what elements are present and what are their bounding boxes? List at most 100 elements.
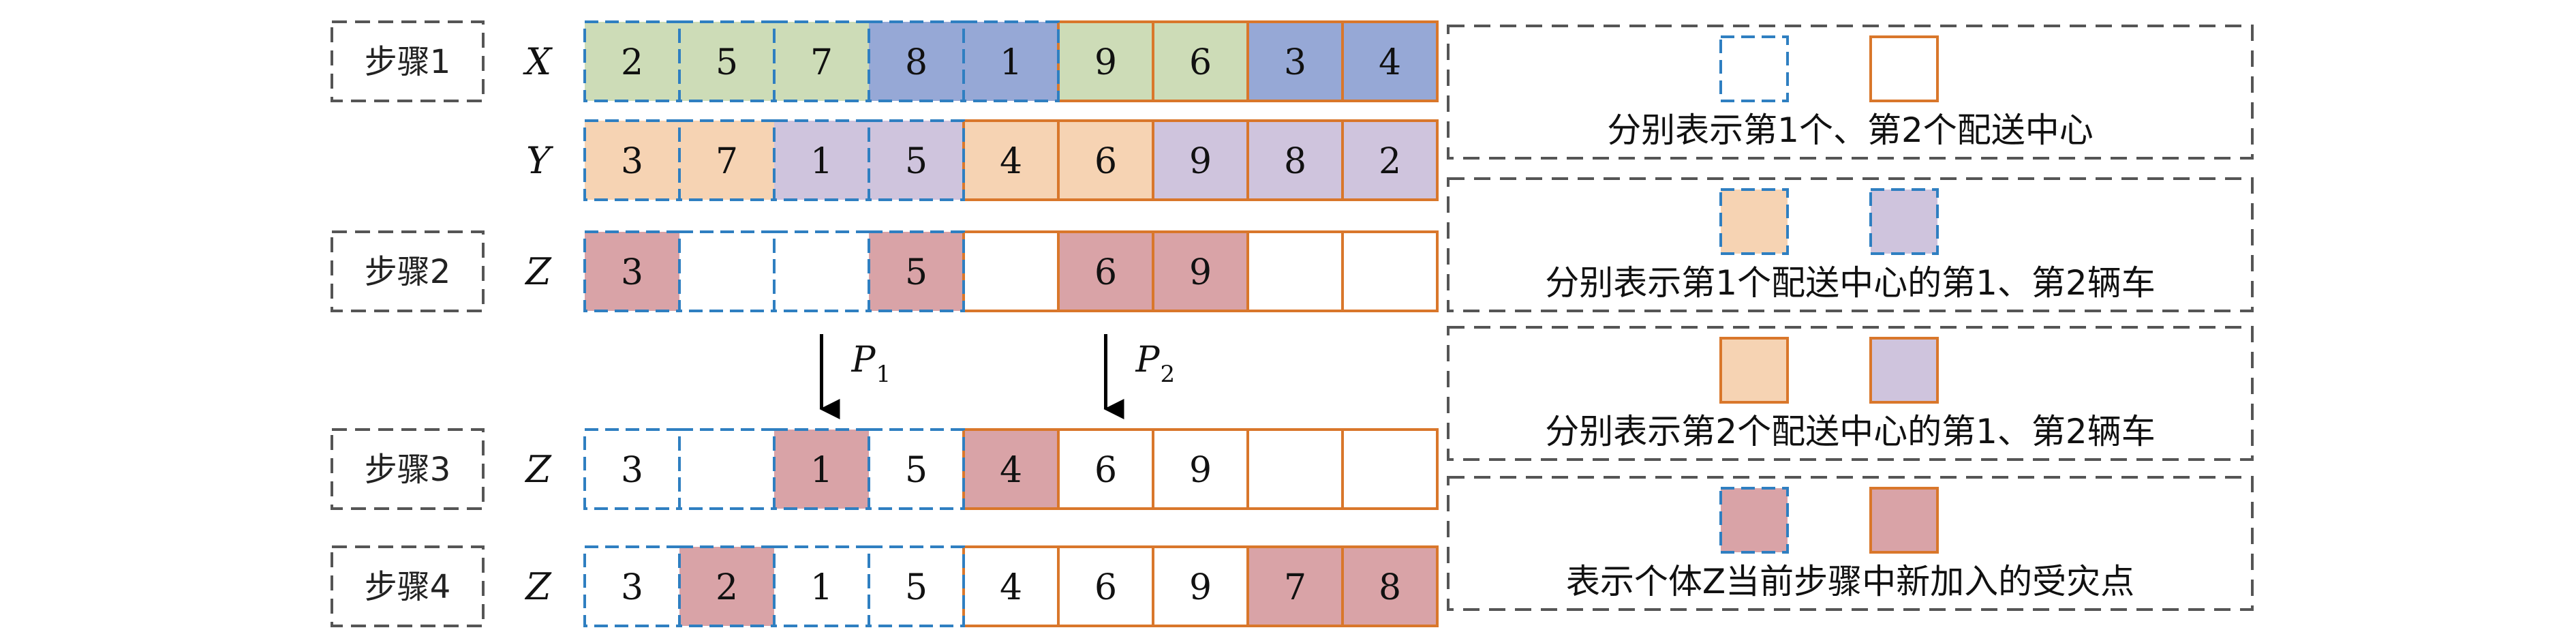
- gene-cell: [585, 121, 679, 200]
- gene-value: 6: [1189, 42, 1212, 83]
- orange-cell-border: [1341, 428, 1439, 510]
- gene-value: 8: [905, 42, 927, 83]
- orange-cell-border: [1341, 545, 1439, 627]
- gene-cell: [1343, 430, 1437, 509]
- gene-value: 4: [1000, 450, 1022, 491]
- gene-cell: [1058, 121, 1153, 200]
- gene-value: 2: [1379, 141, 1401, 182]
- row-label: X: [523, 40, 553, 83]
- blue-cell-border: [868, 119, 965, 201]
- gene-value: 5: [716, 42, 738, 83]
- gene-cell: [964, 232, 1058, 311]
- gene-cell: [1153, 22, 1248, 101]
- gene-value: 6: [1094, 141, 1117, 182]
- gene-cell: [964, 547, 1058, 626]
- legend-item: 分别表示第1个、第2个配送中心: [1447, 25, 2254, 160]
- blue-cell-border: [868, 428, 965, 510]
- legend-swatch: [1869, 188, 1939, 255]
- crossover-label: P: [1135, 340, 1161, 380]
- gene-cell: [1058, 232, 1153, 311]
- step-box-border: [331, 545, 485, 627]
- gene-cell: [869, 121, 964, 200]
- gene-cell: [679, 22, 774, 101]
- gene-cell: [585, 430, 679, 509]
- gene-value: 1: [810, 141, 833, 182]
- step-labels: 步骤1 步骤2 步骤3 步骤4: [331, 20, 485, 627]
- gene-value: 1: [810, 450, 833, 491]
- legend-text: 表示个体Z当前步骤中新加入的受灾点: [1566, 562, 2134, 601]
- gene-value: 5: [905, 252, 927, 293]
- gene-value: 3: [621, 252, 643, 293]
- blue-cell-border: [962, 20, 1060, 102]
- legend-swatch: [1869, 487, 1939, 554]
- legend-box-border: [1447, 177, 2254, 312]
- gene-value: 1: [810, 567, 833, 608]
- legend-swatch: [1869, 337, 1939, 404]
- step-box-border: [331, 428, 485, 510]
- gene-value: 4: [1379, 42, 1401, 83]
- crossover-label: P: [851, 340, 876, 380]
- gene-cell: [774, 22, 869, 101]
- gene-value: 6: [1094, 252, 1117, 293]
- gene-cell: [585, 547, 679, 626]
- gene-cell: [869, 22, 964, 101]
- legend-box-border: [1447, 326, 2254, 461]
- gene-value: 3: [1284, 42, 1306, 83]
- gene-cell: [1153, 232, 1248, 311]
- legend-text: 分别表示第2个配送中心的第1、第2辆车: [1545, 412, 2155, 451]
- legend-text: 分别表示第1个、第2个配送中心: [1607, 110, 2094, 150]
- step-box: 步骤4: [331, 545, 485, 627]
- gene-cell: [1248, 22, 1343, 101]
- gene-value: 9: [1189, 252, 1212, 293]
- gene-cell: [774, 547, 869, 626]
- gene-value: 1: [1000, 42, 1022, 83]
- step-box: 步骤2: [331, 230, 485, 312]
- legend-item: 分别表示第2个配送中心的第1、第2辆车: [1447, 326, 2254, 461]
- orange-cell-border: [1341, 20, 1439, 102]
- gene-value: 4: [1000, 141, 1022, 182]
- step-label: 步骤4: [365, 568, 451, 606]
- gene-cell: [1153, 121, 1248, 200]
- gene-cell: [964, 22, 1058, 101]
- row-label: Y: [526, 139, 553, 182]
- gene-cell: [1153, 547, 1248, 626]
- gene-cell: [1153, 430, 1248, 509]
- step-label: 步骤1: [365, 43, 451, 81]
- gene-cell: [1058, 22, 1153, 101]
- gene-cell: [869, 232, 964, 311]
- gene-cell: [869, 547, 964, 626]
- legend-box-border: [1447, 25, 2254, 160]
- gene-value: 9: [1189, 141, 1212, 182]
- legend: 分别表示第1个、第2个配送中心分别表示第1个配送中心的第1、第2辆车分别表示第2…: [1447, 25, 2254, 611]
- gene-cell: [1343, 232, 1437, 311]
- gene-value: 2: [716, 567, 738, 608]
- step-box-border: [331, 20, 485, 102]
- gene-value: 7: [716, 141, 738, 182]
- step-box: 步骤3: [331, 428, 485, 510]
- step-box: 步骤1: [331, 20, 485, 102]
- gene-cell: [679, 121, 774, 200]
- row-label: Z: [524, 250, 552, 293]
- gene-cell: [585, 232, 679, 311]
- legend-swatch: [1719, 188, 1789, 255]
- gene-cell: [1058, 547, 1153, 626]
- gene-value: 6: [1094, 567, 1117, 608]
- gene-value: 5: [905, 450, 927, 491]
- gene-value: 9: [1189, 567, 1212, 608]
- gene-value: 5: [905, 141, 927, 182]
- gene-cell: [869, 430, 964, 509]
- gene-cell: [1058, 430, 1153, 509]
- gene-cell: [964, 430, 1058, 509]
- gene-value: 9: [1094, 42, 1117, 83]
- gene-cell: [1248, 430, 1343, 509]
- gene-cell: [679, 430, 774, 509]
- gene-value: 3: [621, 567, 643, 608]
- gene-value: 5: [905, 567, 927, 608]
